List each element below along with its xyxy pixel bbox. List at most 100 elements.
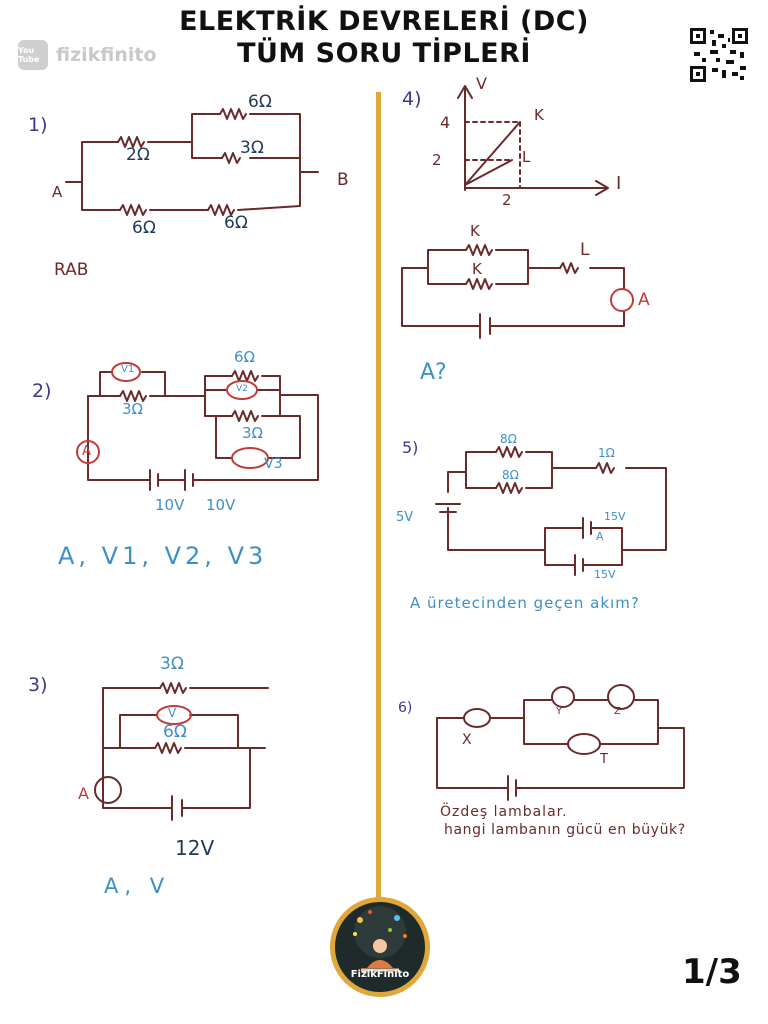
q5-batt15a: 15V [604,510,626,523]
q4-number: 4) [402,88,422,110]
logo-text: FizikFinito [350,969,410,980]
q4-line-l: L [522,148,531,166]
q6-lamp-z: Z [614,706,621,717]
resistor-3ohm [221,152,241,164]
q3-number: 3) [28,674,48,696]
q4-tick-2x: 2 [502,191,512,209]
q1-number: 1) [28,114,48,136]
voltmeter-symbol-q3 [156,705,192,725]
voltmeter-v2-symbol [226,380,258,400]
q3-circuit [102,682,269,821]
q3-battery: 12V [175,836,215,860]
channel-name: fizikfinito [56,44,157,66]
resistor-6ohm-top [219,108,247,120]
lamp-t-symbol [567,733,601,755]
q2-r3a: 3Ω [122,400,144,418]
q2-r6: 6Ω [234,348,256,366]
q1-node-a: A [52,183,63,201]
lamp-y-symbol [551,686,575,708]
q2-r3b: 3Ω [242,424,264,442]
youtube-watermark: You Tube fizikfinito [18,40,157,70]
q5-batt15b: 15V [594,568,616,581]
q6-question-line2: hangi lambanın gücü en büyük? [444,822,686,838]
page-title-line1: ELEKTRİK DEVRELERİ (DC) [179,6,589,37]
lamp-x-symbol [463,708,491,728]
page-title-line2: TÜM SORU TİPLERİ [237,38,531,69]
resistor-1ohm [595,462,615,474]
q2-number: 2) [32,380,52,402]
q6-lamp-t: T [600,752,608,767]
resistor-6ohm-bot1 [119,204,147,216]
voltmeter-v1-symbol [111,362,141,382]
resistor-6ohm [231,370,259,382]
q4-graph [457,85,609,196]
q1-r-bot1: 6Ω [132,218,156,238]
q2-batt1: 10V [155,496,185,514]
ammeter-symbol-q4 [610,288,634,312]
q6-number: 6) [398,700,413,716]
page-number: 1/3 [682,952,742,992]
ammeter-symbol-q3 [94,776,122,804]
q1-r-bot2: 6Ω [224,213,248,233]
q2-batt2: 10V [206,496,236,514]
q4-ammeter: A [638,290,650,310]
q4-question: A? [420,360,447,385]
resistor-k2 [465,278,493,290]
q3-question: A, V [104,874,171,898]
ammeter-symbol-q2 [76,440,100,464]
q4-tick-2y: 2 [432,151,442,169]
q4-axis-v: V [476,74,487,93]
resistor-k1 [465,244,493,256]
q5-ammeter: A [596,530,604,543]
q3-voltmeter: V [168,706,177,720]
q2-v1: V1 [121,364,135,375]
q1-circuit [65,108,319,216]
q5-question: A üretecinden geçen akım? [410,594,640,612]
q4-res-k2: K [472,260,482,278]
q1-r-left: 2Ω [126,145,150,165]
q2-circuit [87,370,319,491]
resistor-8ohm-b [495,482,523,494]
q6-circuit [436,699,685,801]
q2-ammeter: A [82,444,91,459]
resistor-8ohm-a [495,446,523,458]
voltmeter-v3-symbol [231,447,269,469]
resistor-l [559,262,579,274]
q5-batt5: 5V [396,510,414,525]
resistor-3ohm-b [231,410,259,422]
q4-axis-i: I [616,173,622,194]
q1-question: RAB [54,260,89,280]
q6-question-line1: Özdeş lambalar. [440,804,568,820]
q3-ammeter: A [78,784,89,803]
q6-lamp-x: X [462,732,472,748]
resistor-3ohm [159,682,187,694]
q3-r6: 6Ω [163,722,187,742]
resistor-6ohm [154,742,182,754]
lamp-z-symbol [607,684,635,710]
q1-node-b: B [337,170,349,190]
q2-v2: V2 [236,384,248,394]
q3-r3: 3Ω [160,654,184,674]
resistor-6ohm-bot2 [207,204,235,216]
q5-r1: 1Ω [598,446,615,460]
q2-v3: V3 [264,456,283,472]
q5-r8b: 8Ω [502,468,519,482]
q5-circuit [435,446,667,576]
fizikfinito-logo: FizikFinito [330,897,430,997]
resistor-3ohm-a [119,390,147,402]
q5-number: 5) [402,438,419,457]
youtube-icon: You Tube [18,40,48,70]
q4-res-l: L [580,240,590,260]
q2-question: A, V1, V2, V3 [58,542,268,570]
q4-line-k: K [534,106,544,124]
q5-r8a: 8Ω [500,432,517,446]
q4-res-k1: K [470,222,480,240]
qr-code-icon [690,28,748,82]
resistor-2ohm [117,136,145,148]
q1-r-top: 6Ω [248,92,272,112]
q1-r-mid: 3Ω [240,138,264,158]
q4-circuit [401,244,625,339]
q4-tick-4: 4 [440,113,451,132]
column-divider [376,92,381,902]
